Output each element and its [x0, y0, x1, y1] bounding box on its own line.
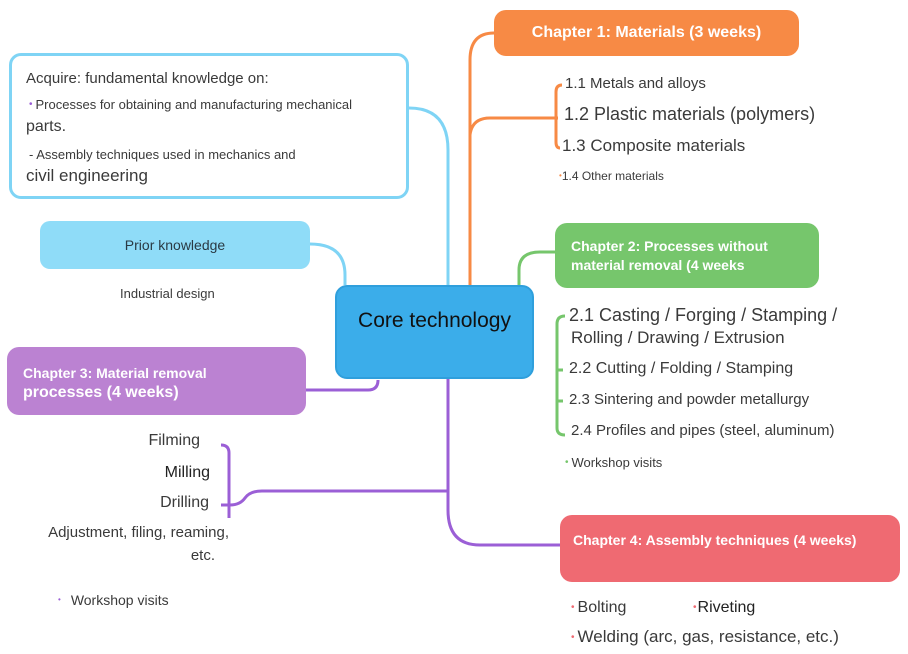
bullet-icon: •: [571, 602, 575, 613]
chapter4-label: Chapter 4: Assembly techniques (4 weeks): [573, 532, 857, 548]
connector-prior: [309, 242, 347, 285]
central-topic[interactable]: Core technology: [335, 285, 534, 379]
chapter2-label-cont: material removal (4 weeks: [571, 257, 745, 273]
connector-chapter4: [446, 379, 560, 547]
chapter3-label: Chapter 3: Material removal: [23, 365, 207, 381]
chapter4-node[interactable]: Chapter 4: Assembly techniques (4 weeks): [560, 515, 900, 582]
chapter1-item: 1.3 Composite materials: [562, 136, 746, 155]
central-topic-label: Core technology: [358, 309, 511, 332]
bracket-chapter2: [555, 314, 566, 437]
chapter3-item: Milling: [164, 464, 210, 481]
chapter2-item: 2.4 Profiles and pipes (steel, aluminum): [571, 422, 835, 439]
chapter2-label: Chapter 2: Processes without: [571, 238, 768, 254]
connector-chapter1: [468, 31, 495, 285]
objectives-line: •Processes for obtaining and manufacturi…: [29, 97, 352, 112]
bullet-icon: •: [58, 595, 61, 604]
chapter2-item: 2.1 Casting / Forging / Stamping /: [569, 305, 838, 325]
chapter1-item: 1.2 Plastic materials (polymers): [564, 104, 816, 124]
chapter1-node[interactable]: Chapter 1: Materials (3 weeks): [494, 10, 799, 56]
prior-knowledge-label: Prior knowledge: [124, 237, 226, 253]
connector-goal: [408, 106, 450, 285]
prior-knowledge-item: Industrial design: [120, 286, 215, 301]
chapter2-note: •Workshop visits: [565, 455, 662, 470]
bullet-icon: •: [29, 99, 33, 110]
objectives-node[interactable]: Acquire: fundamental knowledge on: •Proc…: [9, 53, 409, 199]
objectives-line-cont: parts.: [26, 118, 67, 135]
chapter3-item: Drilling: [160, 494, 209, 511]
chapter2-item: 2.3 Sintering and powder metallurgy: [569, 391, 810, 408]
chapter1-item: 1.1 Metals and alloys: [565, 75, 706, 92]
connector-chapter2: [517, 250, 555, 285]
bullet-icon: •: [571, 632, 575, 643]
chapter4-item: •Riveting: [693, 599, 755, 617]
bullet-icon: •: [693, 602, 697, 613]
chapter3-label-cont: processes (4 weeks): [23, 384, 179, 401]
objectives-line-text: Processes for obtaining and manufacturin…: [35, 97, 353, 112]
chapter3-note: • Workshop visits: [58, 592, 169, 608]
objectives-line: - Assembly techniques used in mechanics …: [29, 147, 296, 162]
prior-knowledge-node[interactable]: Prior knowledge: [40, 221, 310, 269]
chapter4-item: •Welding (arc, gas, resistance, etc.): [571, 627, 839, 647]
bracket-chapter1: [554, 83, 563, 150]
chapter1-item: •1.4 Other materials: [559, 169, 664, 183]
bracket-chapter3: [220, 443, 231, 518]
chapter4-item-text: Welding (arc, gas, resistance, etc.): [577, 627, 839, 646]
chapter1-item-text: 1.4 Other materials: [561, 169, 664, 183]
chapter3-node[interactable]: Chapter 3: Material removal processes (4…: [7, 347, 306, 415]
chapter2-item-cont: Rolling / Drawing / Extrusion: [571, 328, 785, 347]
chapter4-item-text: Bolting: [577, 599, 627, 616]
connector-chapter3-items: [221, 489, 448, 507]
connector-chapter3: [306, 379, 380, 392]
objectives-heading: Acquire: fundamental knowledge on:: [26, 70, 269, 87]
bullet-icon: •: [565, 457, 569, 468]
chapter2-note-text: Workshop visits: [571, 455, 663, 470]
chapter2-node[interactable]: Chapter 2: Processes without material re…: [555, 223, 819, 288]
chapter4-item: •Bolting: [571, 599, 626, 617]
chapter3-item: Adjustment, filing, reaming,: [48, 524, 229, 541]
chapter1-label: Chapter 1: Materials (3 weeks): [531, 24, 762, 41]
chapter4-item-text: Riveting: [697, 599, 756, 616]
objectives-line-cont: civil engineering: [26, 166, 148, 185]
connector-chapter1-items: [468, 116, 558, 136]
bullet-icon: •: [559, 171, 562, 180]
chapter3-item-cont: etc.: [190, 547, 215, 564]
chapter3-item: Filming: [148, 432, 200, 449]
chapter2-item: 2.2 Cutting / Folding / Stamping: [569, 360, 794, 377]
chapter3-note-text: Workshop visits: [70, 592, 169, 608]
